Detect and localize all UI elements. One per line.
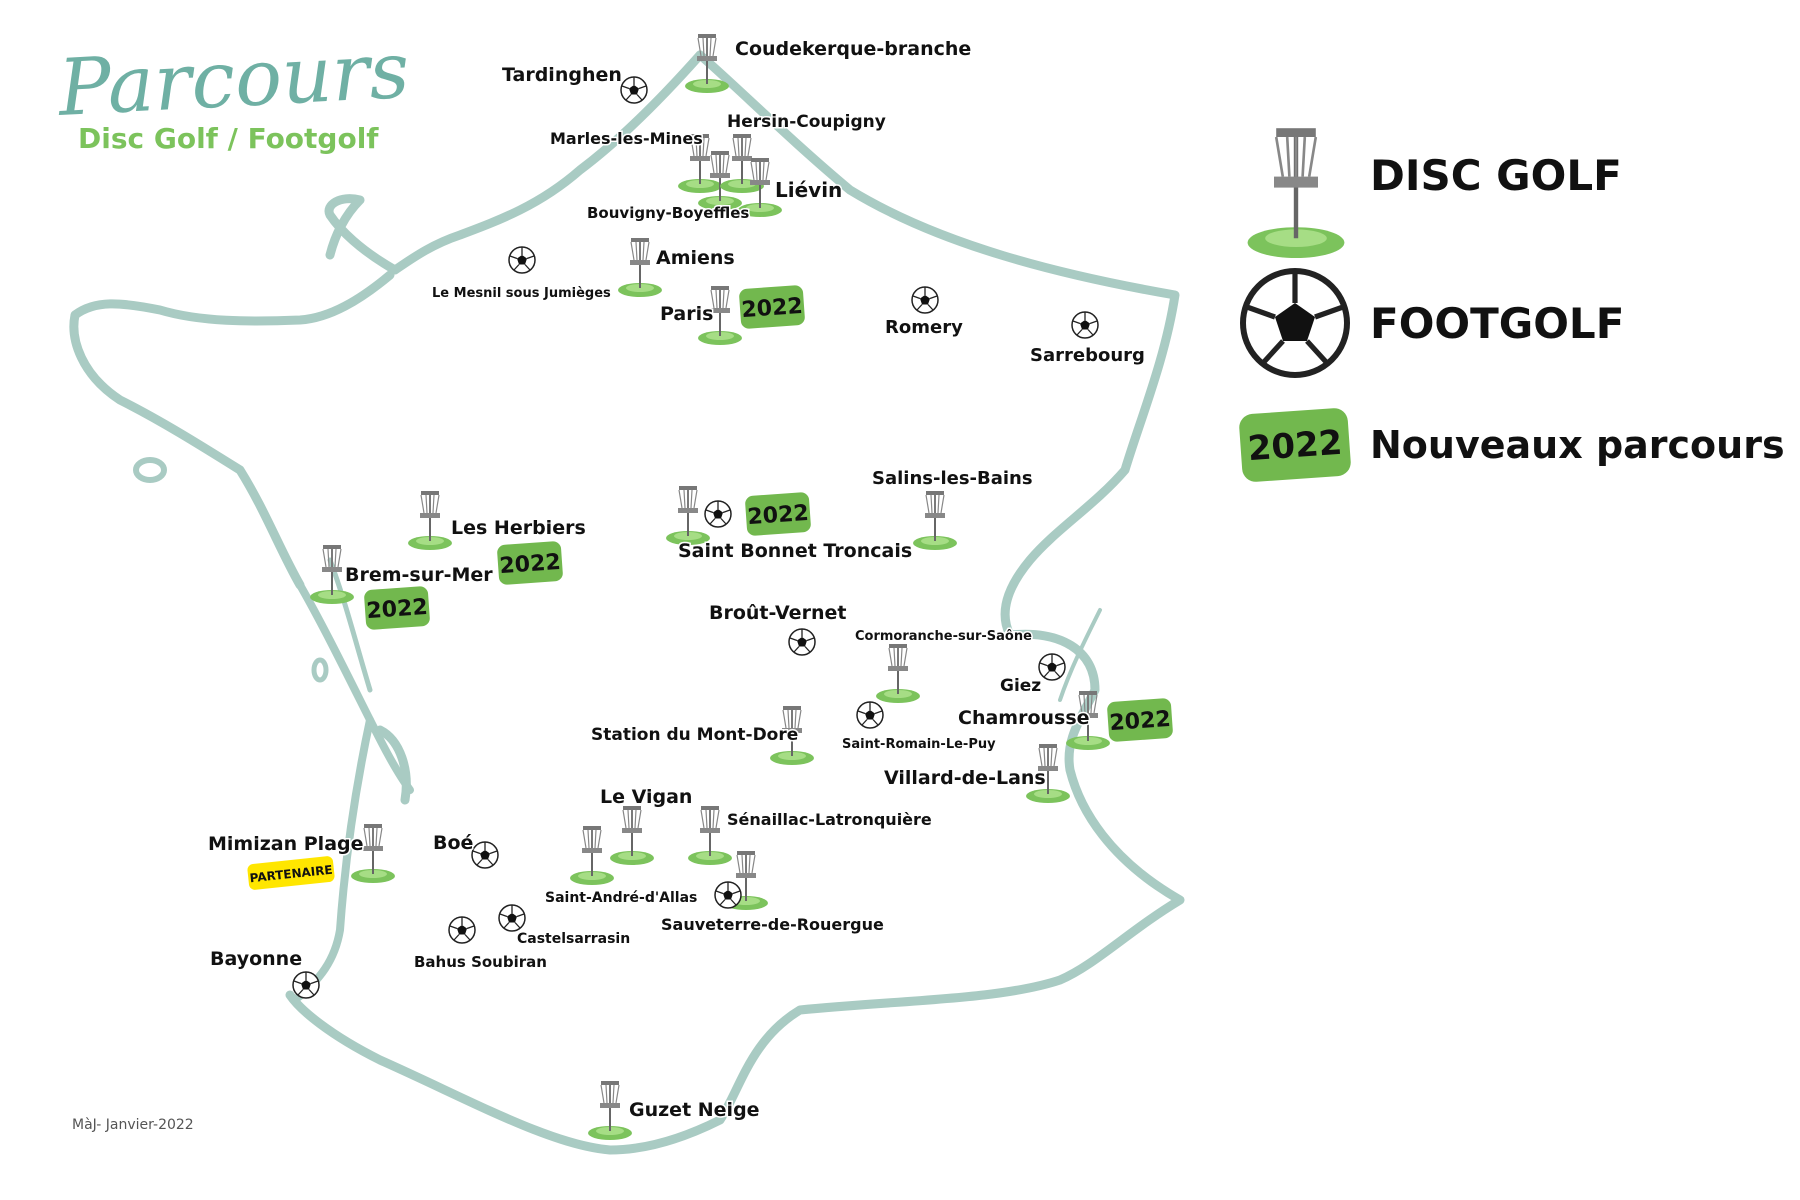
label-bahus: Bahus Soubiran [414,953,547,971]
label-coudekerque: Coudekerque-branche [735,38,971,60]
legend-new-courses: 2022 Nouveaux parcours [1238,407,1785,483]
label-brout: Broût-Vernet [709,602,846,624]
football-icon [788,628,816,656]
label-bayonne: Bayonne [210,948,302,970]
svg-text:2022: 2022 [499,550,562,579]
disc-golf-basket-icon [609,805,655,866]
title-block: Parcours Disc Golf / Footgolf [54,26,411,156]
label-sauveterre: Sauveterre-de-Rouergue [661,915,884,934]
label-le-vigan: Le Vigan [600,786,692,808]
label-romery: Romery [885,317,963,338]
legend-disc-golf-label: DISC GOLF [1370,151,1622,200]
new-2022-badge: 2022 [744,491,812,537]
label-castelsarrasin: Castelsarrasin [517,931,630,947]
label-saint-romain: Saint-Romain-Le-Puy [842,737,996,752]
disc-golf-basket-icon [1248,128,1345,258]
football-icon [620,76,648,104]
label-sarrebourg: Sarrebourg [1030,345,1145,366]
label-mesnil: Le Mesnil sous Jumièges [432,286,611,301]
france-outline [69,50,1185,1155]
legend-footgolf-label: FOOTGOLF [1370,299,1624,348]
label-saint-andre: Saint-André-d'Allas [545,890,697,906]
legend-disc-golf: DISC GOLF [1248,128,1622,258]
disc-golf-basket-icon [912,490,958,551]
label-cormoranche: Cormoranche-sur-Saône [855,629,1032,644]
legend-new-courses-label: Nouveaux parcours [1370,423,1785,467]
title-subtitle: Disc Golf / Footgolf [78,122,379,155]
label-salins: Salins-les-Bains [872,468,1033,489]
label-giez: Giez [1000,676,1041,696]
label-herbiers: Les Herbiers [451,517,586,539]
football-icon [1243,271,1347,375]
label-bouvigny: Bouvigny-Boyeffles [587,204,749,222]
football-icon [1071,311,1099,339]
label-saint-bonnet: Saint Bonnet Troncais [678,540,912,562]
football-icon [911,286,939,314]
new-2022-badge: 2022 [1106,697,1174,743]
svg-text:2022: 2022 [1109,707,1172,736]
label-marles: Marles-les-Mines [550,129,703,148]
football-icon [471,841,499,869]
football-icon [498,904,526,932]
label-hersin: Hersin-Coupigny [727,112,886,132]
football-icon [508,246,536,274]
partner-badge: PARTENAIRE [247,856,335,890]
disc-golf-basket-icon [587,1080,633,1141]
label-amiens: Amiens [656,247,735,269]
legend-footgolf: FOOTGOLF [1243,271,1624,375]
legend: DISC GOLF FOOTGOLF 2022 Nouveaux parcour… [1238,128,1785,483]
label-villard: Villard-de-Lans [884,767,1046,789]
label-guzet: Guzet Neige [629,1099,760,1121]
label-senaillac: Sénaillac-Latronquière [727,810,932,829]
new-2022-badge: 2022 [363,585,431,631]
svg-text:2022: 2022 [366,595,429,624]
disc-golf-basket-icon [875,643,921,704]
football-icon [856,701,884,729]
new-2022-badge: 2022 [496,540,564,586]
label-mont-dore: Station du Mont-Dore [591,725,798,745]
label-chamrousse: Chamrousse [958,707,1090,729]
label-mimizan: Mimizan Plage [208,833,364,855]
city-labels: Coudekerque-branche Tardinghen Hersin-Co… [207,37,1147,1123]
football-icon [292,971,320,999]
label-boe: Boé [433,832,473,854]
label-paris: Paris [660,303,713,325]
title-script: Parcours [54,26,411,134]
label-brem: Brem-sur-Mer [345,564,493,586]
svg-text:2022: 2022 [741,294,804,323]
course-markers: 2022 2022 2022 2022 2022 PARTENAIRE [247,33,1174,1141]
label-lievin: Liévin [775,178,842,202]
disc-golf-basket-icon [665,485,711,546]
update-note: MàJ- Janvier-2022 [72,1117,194,1133]
football-icon [448,916,476,944]
svg-text:2022: 2022 [747,501,810,530]
label-tardinghen: Tardinghen [502,64,622,86]
disc-golf-basket-icon [687,805,733,866]
football-icon [1038,653,1066,681]
new-2022-badge: 2022 [738,284,806,330]
football-icon [704,500,732,528]
legend-badge-text: 2022 [1246,423,1343,470]
disc-golf-basket-icon [407,490,453,551]
disc-golf-basket-icon [569,825,615,886]
football-icon [714,881,742,909]
